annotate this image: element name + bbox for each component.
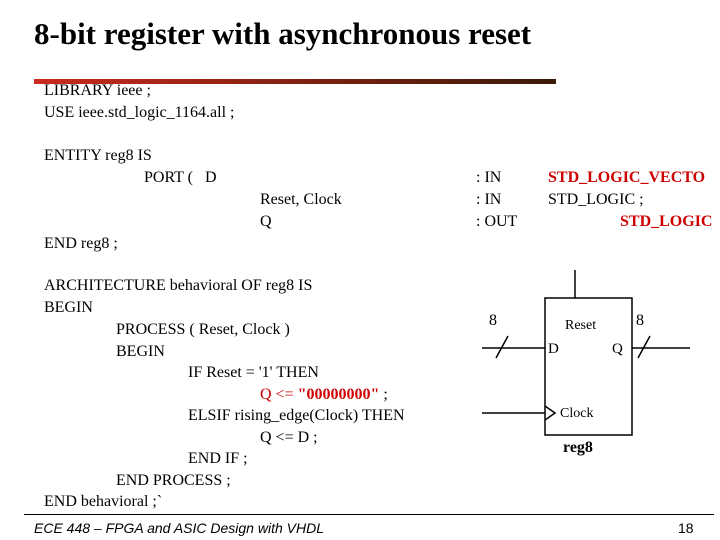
code-assign-d: Q <= D ; [260, 429, 318, 446]
code-end-process: END PROCESS ; [116, 472, 231, 489]
code-assign-zero-value: "00000000" [297, 386, 380, 403]
code-port-line: PORT ( D [144, 169, 217, 186]
code-port-reset-clock: Reset, Clock [260, 191, 342, 208]
code-mode-out-q: : OUT [476, 213, 518, 230]
code-type-logic: STD_LOGIC ; [548, 191, 644, 208]
code-mode-in-reset: : IN [476, 191, 502, 208]
d-bus-slash [495, 335, 509, 359]
code-end-entity: END reg8 ; [44, 235, 118, 252]
code-assign-zero-suffix: ; [379, 386, 388, 403]
page-number: 18 [678, 520, 694, 536]
code-type-vector: STD_LOGIC_VECTO [548, 169, 706, 186]
code-process-line: PROCESS ( Reset, Clock ) [116, 321, 290, 338]
diagram-q-label: Q [612, 341, 623, 357]
clock-edge-triangle [544, 405, 557, 421]
code-assign-zero: Q <= "00000000" ; [260, 384, 388, 406]
code-entity-line: ENTITY reg8 IS [44, 147, 152, 164]
q-bus-slash [637, 335, 651, 359]
code-library-line: LIBRARY ieee ; [44, 82, 151, 99]
diagram-clock-label: Clock [560, 406, 594, 421]
diagram-name-label: reg8 [563, 439, 593, 456]
bus-width-out-label: 8 [636, 312, 644, 329]
code-port-q: Q [260, 213, 272, 230]
code-elsif-line: ELSIF rising_edge(Clock) THEN [188, 407, 405, 424]
code-type-logic-out: STD_LOGIC [620, 213, 713, 230]
code-architecture-line: ARCHITECTURE behavioral OF reg8 IS [44, 277, 313, 294]
footer-course: ECE 448 – FPGA and ASIC Design with VHDL [34, 520, 324, 536]
code-if-line: IF Reset = '1' THEN [188, 364, 319, 381]
code-assign-zero-prefix: Q <= [260, 386, 298, 403]
diagram-reset-label: Reset [565, 318, 597, 333]
code-begin-process: BEGIN [116, 343, 165, 360]
slide-title: 8-bit register with asynchronous reset [34, 16, 532, 51]
code-mode-in-d: : IN [476, 169, 502, 186]
diagram-d-label: D [548, 341, 559, 357]
bus-width-in-label: 8 [489, 312, 497, 329]
code-end-architecture: END behavioral ;` [44, 493, 163, 510]
code-begin-arch: BEGIN [44, 299, 93, 316]
title-underline [34, 79, 556, 84]
code-end-if: END IF ; [188, 450, 248, 467]
code-use-line: USE ieee.std_logic_1164.all ; [44, 104, 235, 121]
footer-divider [24, 514, 714, 515]
register-box [544, 297, 633, 436]
